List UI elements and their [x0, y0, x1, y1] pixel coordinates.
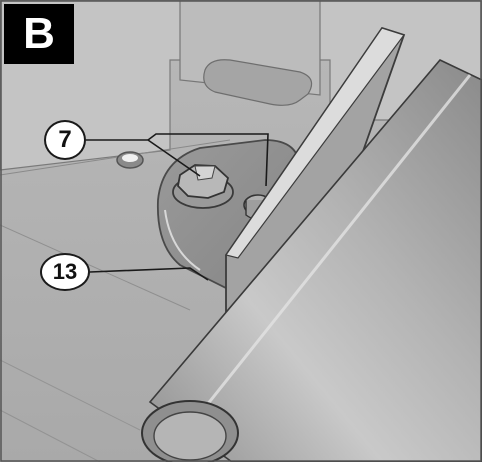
surface-edge-3	[0, 359, 141, 431]
surface-edge-2	[0, 224, 191, 311]
surface-edge-4	[0, 409, 101, 462]
leader-line-7b	[147, 133, 269, 187]
bolt-head	[177, 164, 230, 199]
fence-top	[225, 27, 405, 259]
panel-label: B	[4, 4, 74, 64]
slot-cutout	[203, 59, 313, 106]
callout-13: 13	[40, 253, 90, 291]
back-wall	[0, 0, 482, 171]
leader-line-13	[89, 267, 209, 281]
callout-7: 7	[44, 120, 86, 160]
surface-edge-1	[0, 139, 231, 176]
